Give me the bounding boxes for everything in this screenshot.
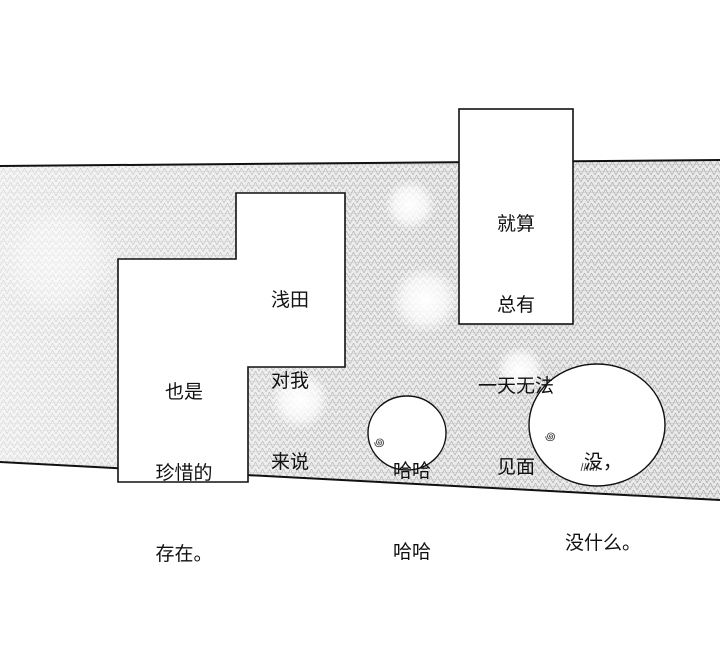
sweat-mark-icon: ꩜ bbox=[545, 430, 555, 443]
caption-line: 存在。 bbox=[155, 543, 213, 565]
caption-line: 一天无法 bbox=[477, 375, 554, 397]
bubble-line: 哈哈 bbox=[392, 541, 431, 563]
laugh-text: 哈哈 哈哈 bbox=[372, 404, 452, 593]
caption-line: 来说 bbox=[270, 451, 309, 473]
reply-bubble bbox=[528, 363, 666, 487]
reply-text: 没， 没什么。 bbox=[548, 395, 658, 584]
caption-line: 总有 bbox=[496, 294, 535, 316]
caption-line: 浅田 bbox=[270, 289, 309, 311]
blush-lines-icon bbox=[580, 462, 599, 472]
caption-line: 就算 bbox=[496, 213, 535, 235]
caption-text-3: 也是 珍惜的 存在。 bbox=[126, 325, 242, 595]
caption-text-1: 就算 总有 一天无法 见面 bbox=[459, 157, 573, 508]
caption-box-1 bbox=[458, 108, 574, 325]
caption-line: 对我 bbox=[270, 370, 309, 392]
caption-line: 珍惜的 bbox=[155, 462, 213, 484]
sweat-mark-icon: ꩜ bbox=[374, 436, 384, 449]
caption-text-2: 浅田 对我 来说 bbox=[240, 233, 340, 503]
caption-box-2 bbox=[117, 192, 346, 483]
bubble-line: 哈哈 bbox=[392, 460, 431, 482]
caption-line: 见面 bbox=[496, 456, 535, 478]
caption-line: 也是 bbox=[164, 381, 203, 403]
bubble-line: 没什么。 bbox=[564, 532, 641, 554]
laugh-bubble bbox=[367, 395, 447, 471]
bubble-line: 没， bbox=[583, 451, 622, 473]
